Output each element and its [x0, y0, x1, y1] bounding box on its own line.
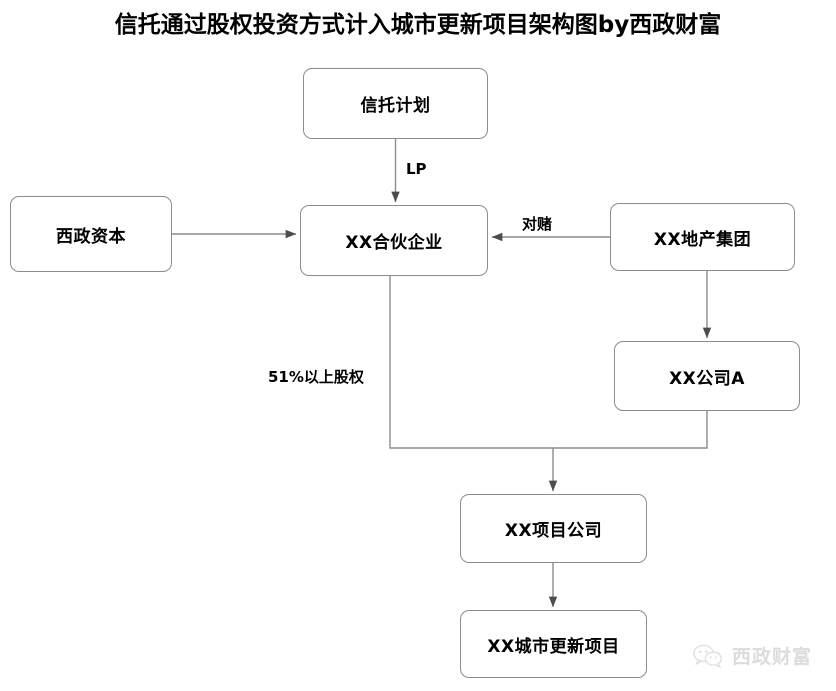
wechat-icon — [693, 643, 723, 669]
node-company-a[interactable]: XX公司A — [614, 341, 800, 411]
connector-company-a-to-project-company — [553, 411, 708, 449]
node-project-company[interactable]: XX项目公司 — [460, 494, 647, 563]
node-urban-project[interactable]: XX城市更新项目 — [460, 610, 647, 678]
node-xizheng-capital[interactable]: 西政资本 — [10, 196, 172, 272]
node-label: XX公司A — [669, 368, 745, 389]
watermark-text: 西政财富 — [731, 646, 812, 668]
node-label: 西政资本 — [56, 226, 126, 247]
edge-label-gambling-agreement: 对赌 — [522, 215, 553, 233]
edge-label-lp: LP — [406, 160, 427, 178]
node-partnership[interactable]: XX合伙企业 — [300, 205, 488, 276]
node-label: 信托计划 — [360, 96, 431, 116]
node-label: XX项目公司 — [504, 521, 603, 541]
edge-label-equity-share: 51%以上股权 — [268, 368, 364, 386]
watermark: 西政财富 — [693, 642, 812, 669]
node-label: XX地产集团 — [653, 229, 752, 250]
connector-partnership-to-project-company — [389, 276, 558, 492]
node-label: XX城市更新项目 — [487, 636, 620, 657]
node-property-group[interactable]: XX地产集团 — [610, 203, 795, 271]
node-label: XX合伙企业 — [345, 233, 443, 253]
node-trust-plan[interactable]: 信托计划 — [303, 68, 488, 139]
page-title: 信托通过股权投资方式计入城市更新项目架构图by西政财富 — [114, 12, 722, 38]
